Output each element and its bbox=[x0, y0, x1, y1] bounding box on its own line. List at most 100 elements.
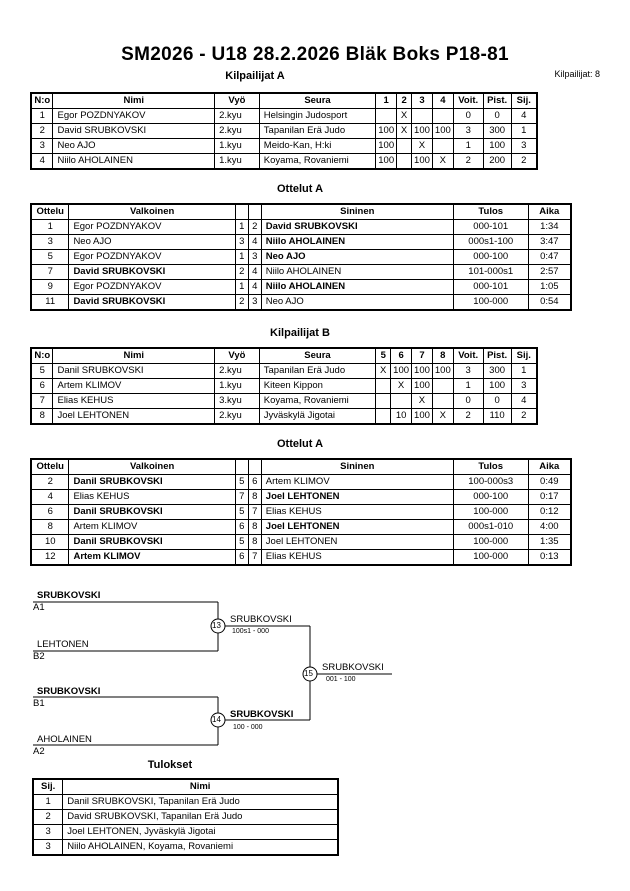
table-cell bbox=[396, 138, 413, 154]
match-15-circle bbox=[302, 666, 318, 682]
white-competitor: Egor POZDNYAKOV bbox=[68, 279, 236, 295]
match-time: 2:57 bbox=[527, 264, 572, 280]
result-name: Joel LEHTONEN, Jyväskylä Jigotai bbox=[62, 824, 339, 840]
bracket-b1-name: SRUBKOVSKI bbox=[37, 686, 101, 697]
table-cell: Koyama, Rovaniemi bbox=[258, 393, 377, 409]
table-cell: 3 bbox=[30, 138, 54, 154]
table-cell: X bbox=[375, 363, 392, 379]
bracket-b2-name: LEHTONEN bbox=[37, 639, 89, 650]
match-14-winner: SRUBKOVSKI bbox=[230, 709, 294, 720]
bracket-seed-b1: B1 bbox=[33, 698, 45, 709]
table-cell: 100 bbox=[482, 138, 512, 154]
result-name: David SRUBKOVSKI, Tapanilan Erä Judo bbox=[62, 809, 339, 825]
bracket-seed-a1: A1 bbox=[33, 602, 45, 613]
table-cell bbox=[375, 408, 392, 425]
bracket-top-a1-name: SRUBKOVSKI bbox=[37, 590, 101, 601]
table-cell: Koyama, Rovaniemi bbox=[258, 153, 377, 170]
match-15-score: 001 - 100 bbox=[326, 676, 356, 683]
table-cell: X bbox=[431, 153, 454, 170]
white-number: 2 bbox=[234, 294, 249, 311]
table-cell: 4 bbox=[510, 393, 538, 409]
match-14-number: 14 bbox=[212, 715, 221, 724]
match-15-winner: SRUBKOVSKI bbox=[322, 662, 384, 673]
result-rank: 3 bbox=[32, 824, 64, 840]
match-13-number: 13 bbox=[212, 621, 221, 630]
match-15-number: 15 bbox=[304, 669, 313, 678]
table-cell: Joel LEHTONEN bbox=[52, 408, 216, 425]
table-cell: 1.kyu bbox=[214, 153, 260, 170]
table-cell: 2 bbox=[510, 153, 538, 170]
bracket-seed-a2: A2 bbox=[33, 746, 45, 757]
table-cell: 7 bbox=[30, 393, 54, 409]
page-title: SM2026 - U18 28.2.2026 Bläk Boks P18-81 bbox=[121, 44, 509, 65]
white-number: 1 bbox=[234, 249, 249, 265]
white-number: 1 bbox=[234, 219, 249, 235]
table-cell: 3.kyu bbox=[214, 393, 260, 409]
table-cell: Niilo AHOLAINEN bbox=[52, 153, 216, 170]
blue-competitor: Joel LEHTONEN bbox=[260, 534, 454, 550]
result-name: Danil SRUBKOVSKI, Tapanilan Erä Judo bbox=[62, 794, 339, 810]
table-header-row: Sij.Nimi bbox=[32, 778, 339, 795]
table-cell: Jyväskylä Jigotai bbox=[258, 408, 377, 425]
match-14-circle bbox=[210, 712, 226, 728]
white-number: 5 bbox=[234, 534, 249, 550]
column-header: Sij. bbox=[32, 778, 64, 795]
table-cell: 200 bbox=[482, 153, 512, 170]
table-cell: 4 bbox=[30, 153, 54, 170]
competitors-b-title: Kilpailijat B bbox=[270, 327, 330, 339]
result-rank: 3 bbox=[32, 839, 64, 856]
match-time: 0:13 bbox=[527, 549, 572, 566]
result-name: Niilo AHOLAINEN, Koyama, Rovaniemi bbox=[62, 839, 339, 856]
white-number: 6 bbox=[234, 549, 249, 566]
blue-competitor: Elias KEHUS bbox=[260, 549, 454, 566]
table-cell: 0 bbox=[482, 393, 512, 409]
table-cell: 100 bbox=[375, 138, 398, 154]
result-rank: 1 bbox=[32, 794, 64, 810]
blue-number: 3 bbox=[247, 294, 262, 311]
blue-competitor: Neo AJO bbox=[260, 294, 454, 311]
bracket-seed-b2: B2 bbox=[33, 651, 45, 662]
match-13-winner: SRUBKOVSKI bbox=[230, 614, 292, 625]
competitor-count: Kilpailijat: 8 bbox=[554, 69, 600, 79]
table-cell: 2 bbox=[452, 153, 484, 170]
table-cell: Meido-Kan, H:ki bbox=[258, 138, 377, 154]
match-14-score: 100 - 000 bbox=[233, 724, 263, 731]
match-13-score: 100s1 - 000 bbox=[232, 628, 269, 635]
matches-a-title: Ottelut A bbox=[276, 183, 324, 195]
table-cell bbox=[396, 153, 413, 170]
matches-b-title: Ottelut A bbox=[276, 438, 324, 450]
white-competitor: Danil SRUBKOVSKI bbox=[68, 534, 236, 550]
result-rank: 2 bbox=[32, 809, 64, 825]
table-cell: X bbox=[411, 138, 433, 154]
white-number: 6 bbox=[234, 519, 249, 535]
blue-competitor: Niilo AHOLAINEN bbox=[260, 279, 454, 295]
table-cell bbox=[375, 393, 392, 409]
table-cell: 2.kyu bbox=[214, 408, 260, 425]
white-number: 1 bbox=[234, 279, 249, 295]
white-competitor: Artem KLIMOV bbox=[68, 549, 236, 566]
column-header: N:o bbox=[30, 92, 54, 109]
match-time: 4:00 bbox=[527, 519, 572, 535]
match-13-circle bbox=[210, 618, 226, 634]
